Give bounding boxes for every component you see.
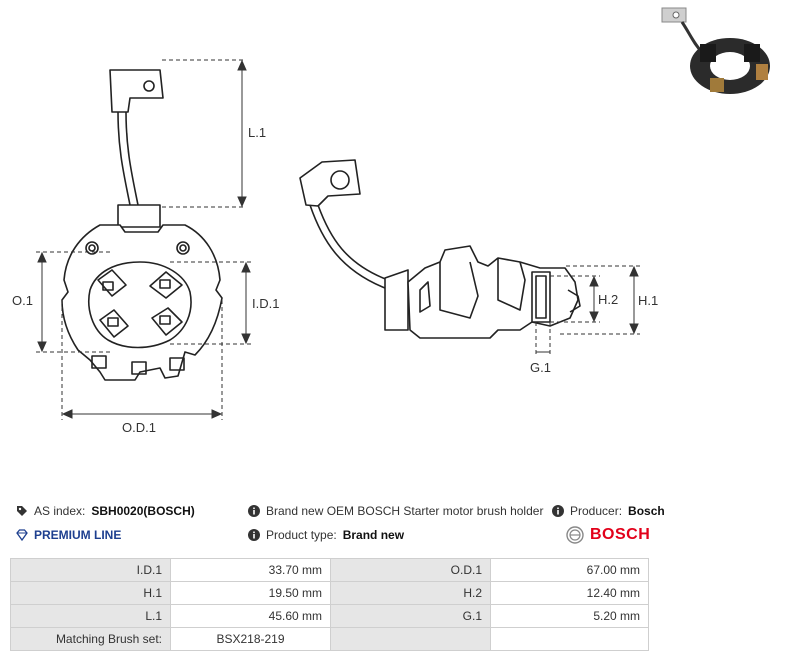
table-row: H.1 19.50 mm H.2 12.40 mm [10,581,649,605]
label-g1: G.1 [530,360,551,375]
premium-line: PREMIUM LINE [16,528,121,542]
terminal-tab-side [299,159,361,207]
label-h2: H.2 [598,292,618,307]
brush-set-label: Matching Brush set: [10,627,171,651]
as-index-label: AS index: [34,504,86,518]
tag-icon [17,506,27,516]
label-od1: O.D.1 [122,420,156,435]
spec-value: 19.50 mm [170,581,331,605]
label-id1: I.D.1 [252,296,279,311]
lead-wire-side [309,204,389,289]
brush-plate-side [384,269,409,331]
product-type: Product type: Brand new [248,528,404,542]
spec-value: 12.40 mm [490,581,649,605]
info-icon [552,505,564,517]
spec-key: H.1 [10,581,171,605]
product-photo [661,7,770,94]
bosch-logo: BOSCH [566,526,650,544]
spec-value: 45.60 mm [170,604,331,628]
product-type-value: Brand new [342,528,405,542]
info-icon [248,529,260,541]
table-row: Matching Brush set: BSX218-219 [10,627,649,651]
technical-drawing: L.1 O.1 I.D.1 O.D.1 H.2 H.1 G.1 [12,59,658,435]
description: Brand new OEM BOSCH Starter motor brush … [248,504,543,518]
terminal-tab-front [109,69,164,113]
specs-table: I.D.1 33.70 mm O.D.1 67.00 mm H.1 19.50 … [10,558,649,651]
premium-line-text: PREMIUM LINE [34,528,122,542]
description-text: Brand new OEM BOSCH Starter motor brush … [266,504,544,518]
bosch-armature-icon [566,526,584,544]
spec-key: O.D.1 [330,558,491,582]
spec-value: 67.00 mm [490,558,649,582]
brush-plate-front [61,224,223,381]
spec-key: G.1 [330,604,491,628]
lead-wire-front [117,111,139,206]
spec-key: L.1 [10,604,171,628]
spec-key: I.D.1 [10,558,171,582]
info-icon [248,505,260,517]
brush-box-4 [151,307,183,336]
spec-key: H.2 [330,581,491,605]
table-row: I.D.1 33.70 mm O.D.1 67.00 mm [10,558,649,582]
as-index: AS index: SBH0020(BOSCH) [16,504,195,518]
spec-value: 5.20 mm [490,604,649,628]
label-l1: L.1 [248,125,266,140]
as-index-value: SBH0020(BOSCH) [91,504,195,518]
producer-value: Bosch [628,504,665,518]
diamond-icon [16,529,28,541]
table-row: L.1 45.60 mm G.1 5.20 mm [10,604,649,628]
brush-box-2 [149,271,183,299]
product-type-label: Product type: [266,528,337,542]
brush-set-value: BSX218-219 [170,627,331,651]
label-h1: H.1 [638,293,658,308]
spec-value: 33.70 mm [170,558,331,582]
producer-label: Producer: [570,504,623,518]
bosch-logo-text: BOSCH [590,526,651,543]
empty-key [330,627,491,651]
brush-box-3 [99,309,129,338]
producer: Producer: Bosch [552,504,665,518]
product-info: AS index: SBH0020(BOSCH) Brand new OEM B… [0,500,800,560]
empty-value [490,627,649,651]
label-o1: O.1 [12,293,33,308]
